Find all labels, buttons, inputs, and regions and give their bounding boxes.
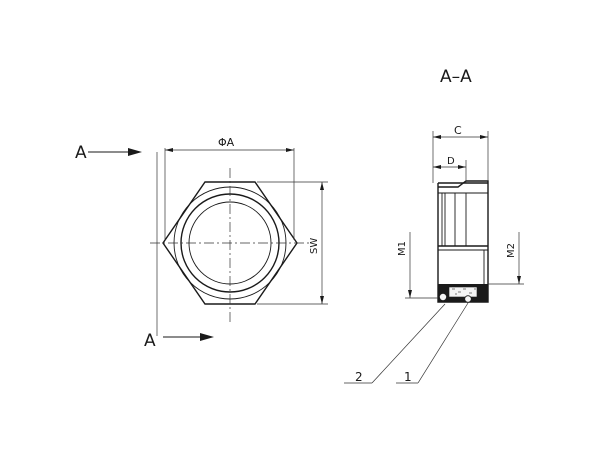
oring-circle (464, 295, 472, 303)
dim-m1-arrow (408, 290, 412, 298)
dim-d-arrow-right (458, 165, 466, 169)
dim-diameter-arrow-left (165, 148, 173, 152)
dim-sw-arrow-bottom (320, 296, 324, 304)
callout-seal: 2 (355, 370, 363, 384)
section-arrow-bottom-head (200, 333, 214, 341)
section-body-outline (437, 180, 489, 303)
seal-section-inner (448, 286, 478, 298)
leader-seal (371, 303, 446, 384)
dim-diameter-label: ΦA (218, 136, 235, 149)
front-view: A A ΦA SW (75, 136, 328, 351)
dim-sw-arrow-top (320, 182, 324, 190)
dim-m1-label: M1 (397, 241, 408, 256)
callout-oring: 1 (404, 370, 412, 384)
dim-c-arrow-left (433, 135, 441, 139)
section-view: A–A C D M1 (344, 67, 524, 384)
dim-c-arrow-right (480, 135, 488, 139)
dim-m2-label: M2 (506, 243, 517, 258)
section-arrow-top-head (128, 148, 142, 156)
dim-d-arrow-left (433, 165, 441, 169)
dim-m2-arrow (517, 276, 521, 284)
section-marker-top: A (75, 143, 87, 163)
dim-diameter-arrow-right (286, 148, 294, 152)
section-marker-bottom: A (144, 331, 156, 351)
seal-dot-1 (439, 293, 447, 301)
dim-d-label: D (447, 156, 455, 167)
leader-oring (417, 302, 469, 384)
section-view-title: A–A (440, 67, 472, 87)
dim-sw-label: SW (309, 238, 320, 254)
dim-c-label: C (454, 124, 462, 137)
seal-stipple (452, 288, 476, 295)
